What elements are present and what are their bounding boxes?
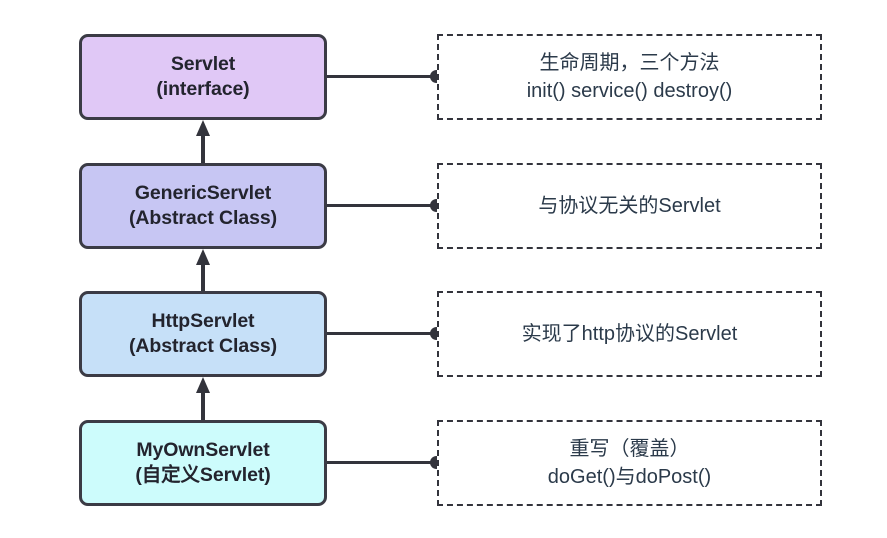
note-box-httpservlet[interactable]: 实现了http协议的Servlet	[437, 291, 822, 377]
note-box-myownservlet[interactable]: 重写（覆盖） doGet()与doPost()	[437, 420, 822, 506]
class-stereotype-servlet: (interface)	[156, 78, 250, 100]
class-name-myownservlet: MyOwnServlet	[136, 439, 270, 461]
class-stereotype-httpservlet: (Abstract Class)	[129, 335, 277, 357]
note-connector-genericservlet	[327, 204, 437, 207]
note-line-1: 实现了http协议的Servlet	[521, 323, 738, 345]
class-stereotype-myownservlet: (自定义Servlet)	[135, 464, 271, 486]
arrowhead-icon	[196, 120, 210, 136]
note-box-servlet[interactable]: 生命周期，三个方法 init() service() destroy()	[437, 34, 822, 120]
class-name-servlet: Servlet	[170, 53, 236, 75]
note-line-1: 重写（覆盖）	[569, 438, 690, 460]
note-line-2: init() service() destroy()	[526, 80, 733, 102]
arrowhead-icon	[196, 377, 210, 393]
note-line-1: 生命周期，三个方法	[539, 52, 720, 74]
class-box-genericservlet[interactable]: GenericServlet (Abstract Class)	[79, 163, 327, 249]
note-line-1: 与协议无关的Servlet	[538, 195, 721, 217]
class-stereotype-genericservlet: (Abstract Class)	[129, 207, 277, 229]
note-connector-httpservlet	[327, 332, 437, 335]
class-box-httpservlet[interactable]: HttpServlet (Abstract Class)	[79, 291, 327, 377]
note-box-genericservlet[interactable]: 与协议无关的Servlet	[437, 163, 822, 249]
inheritance-arrow-httpservlet-to-genericservlet	[196, 249, 210, 291]
class-name-httpservlet: HttpServlet	[151, 310, 255, 332]
class-name-genericservlet: GenericServlet	[134, 182, 272, 204]
arrow-shaft	[201, 390, 205, 420]
class-box-myownservlet[interactable]: MyOwnServlet (自定义Servlet)	[79, 420, 327, 506]
note-connector-servlet	[327, 75, 437, 78]
arrow-shaft	[201, 262, 205, 291]
arrowhead-icon	[196, 249, 210, 265]
note-line-2: doGet()与doPost()	[547, 466, 712, 488]
inheritance-arrow-myownservlet-to-httpservlet	[196, 377, 210, 420]
note-connector-myownservlet	[327, 461, 437, 464]
class-box-servlet[interactable]: Servlet (interface)	[79, 34, 327, 120]
inheritance-arrow-genericservlet-to-servlet	[196, 120, 210, 163]
arrow-shaft	[201, 133, 205, 163]
